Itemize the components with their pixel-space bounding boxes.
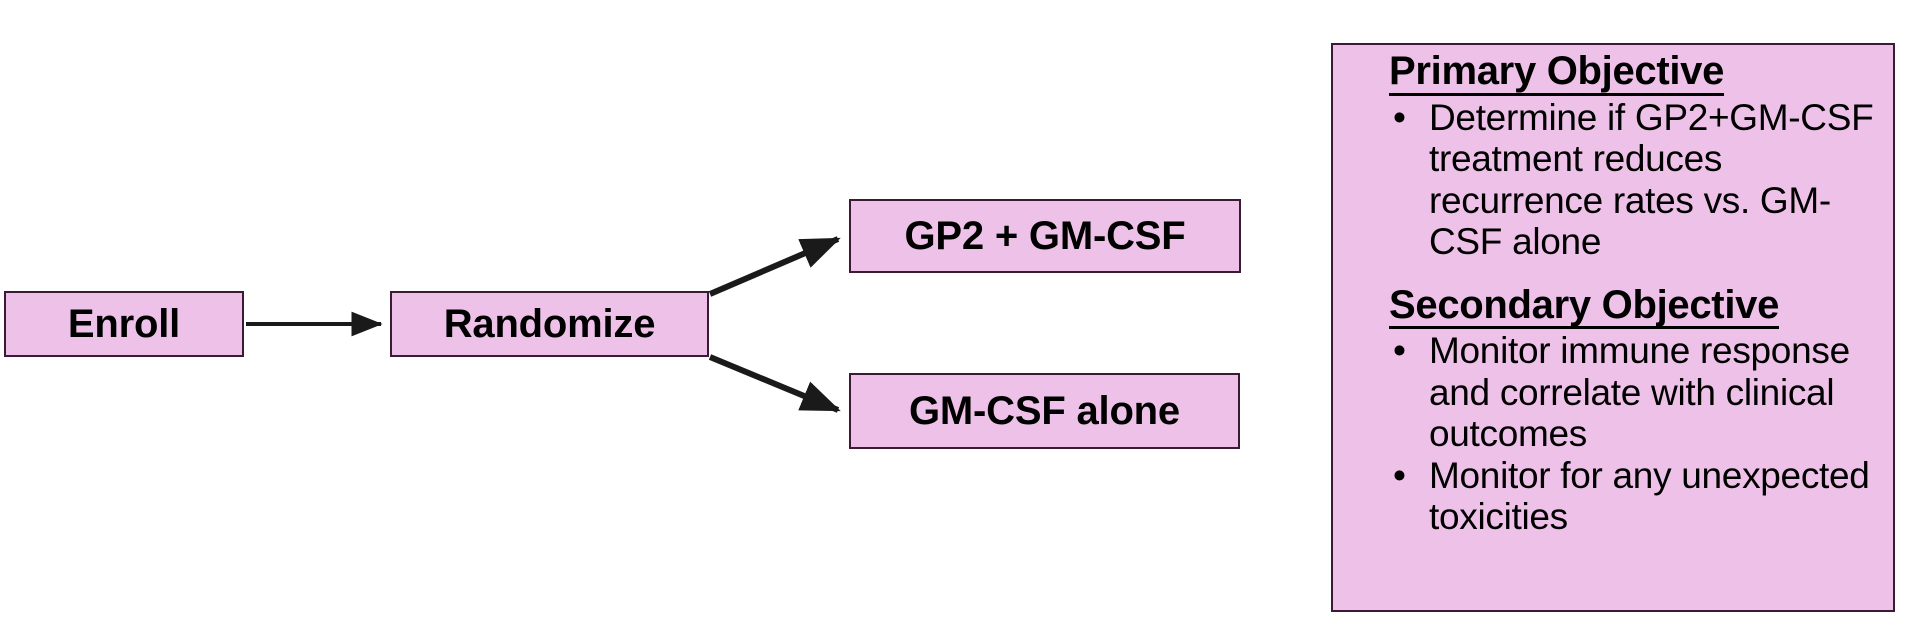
flow-node-randomize-label: Randomize [443, 301, 656, 346]
flow-node-gp2-gmcsf[interactable]: GP2 + GM-CSF [849, 199, 1241, 273]
bullet-icon: • [1393, 454, 1406, 496]
flow-node-gmcsf-alone-label: GM-CSF alone [909, 388, 1180, 433]
list-item-text: Monitor for any unexpected toxicities [1429, 454, 1870, 538]
secondary-objective-list: • Monitor immune response and correlate … [1343, 330, 1883, 537]
arrow-randomize-to-gmcsf [708, 354, 841, 413]
list-item: • Monitor immune response and correlate … [1343, 330, 1883, 454]
list-item-text: Determine if GP2+GM-CSF treatment reduce… [1429, 96, 1874, 263]
bullet-icon: • [1393, 96, 1406, 138]
primary-objective-section: Primary Objective • Determine if GP2+GM-… [1343, 51, 1883, 263]
flow-node-randomize[interactable]: Randomize [390, 291, 709, 357]
flow-node-gp2-gmcsf-label: GP2 + GM-CSF [904, 213, 1186, 258]
secondary-objective-heading: Secondary Objective [1389, 284, 1779, 330]
arrow-randomize-to-gp2 [708, 236, 841, 297]
bullet-icon: • [1393, 330, 1406, 372]
primary-objective-list: • Determine if GP2+GM-CSF treatment redu… [1343, 97, 1883, 263]
secondary-objective-section: Secondary Objective • Monitor immune res… [1343, 284, 1883, 538]
objectives-panel: Primary Objective • Determine if GP2+GM-… [1331, 43, 1895, 612]
primary-objective-heading: Primary Objective [1389, 51, 1724, 96]
flow-node-gmcsf-alone[interactable]: GM-CSF alone [849, 373, 1240, 449]
list-item: • Determine if GP2+GM-CSF treatment redu… [1343, 97, 1883, 263]
flow-node-enroll[interactable]: Enroll [4, 291, 244, 357]
list-item: • Monitor for any unexpected toxicities [1343, 455, 1883, 538]
flow-node-enroll-label: Enroll [67, 301, 181, 346]
list-item-text: Monitor immune response and correlate wi… [1429, 330, 1850, 455]
